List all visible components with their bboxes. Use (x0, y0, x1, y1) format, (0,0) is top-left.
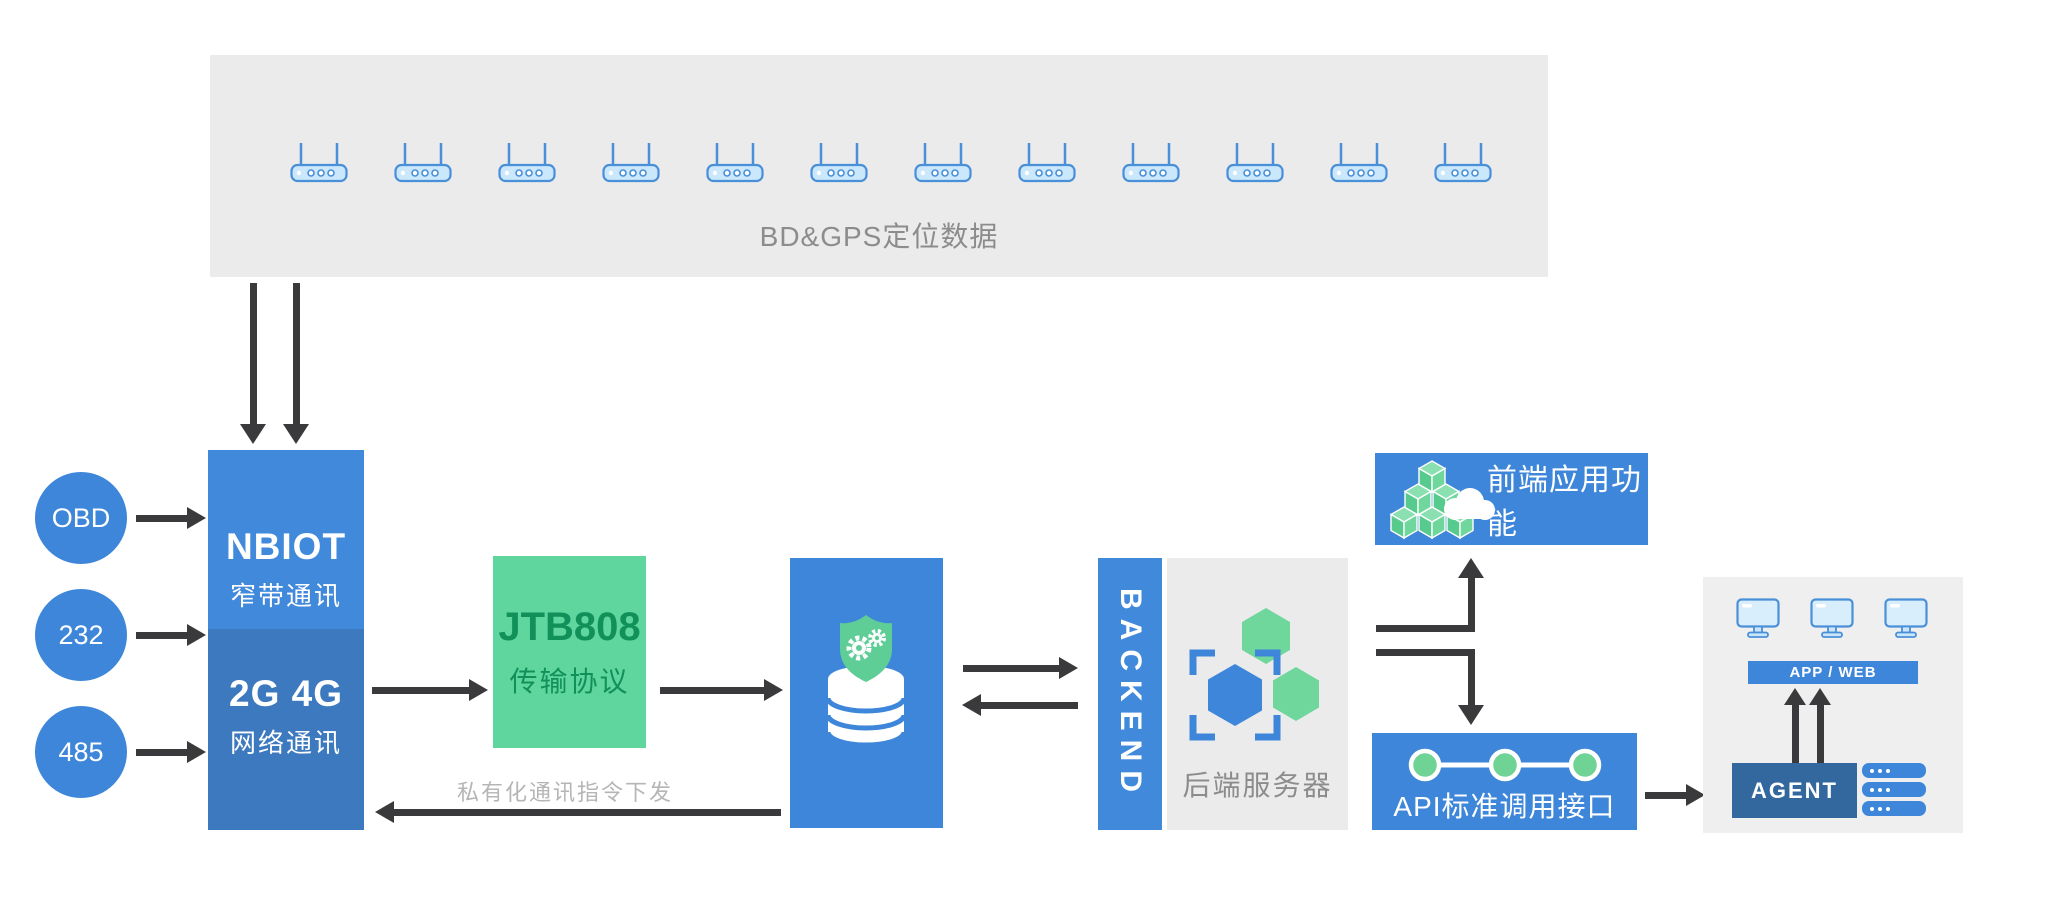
arrow-line (1645, 792, 1687, 799)
backend-bar-label: BACKEND (1114, 587, 1147, 801)
left-arrowhead-icon (375, 801, 394, 823)
left-arrowhead-icon (962, 694, 981, 716)
up-arrowhead-icon (1458, 558, 1484, 578)
arrow-line (1817, 704, 1824, 763)
gear-icon (846, 635, 872, 661)
database-box (790, 558, 943, 828)
cloud-cubes-icon (1390, 460, 1495, 539)
protocol-box: JTB808 传输协议 (493, 556, 646, 748)
protocol-subtitle: 传输协议 (509, 665, 630, 697)
arrow-line (1376, 625, 1475, 632)
right-arrowhead-icon (1686, 784, 1705, 806)
arrow-line (963, 665, 1060, 672)
gateway-nbiot-subtitle: 窄带通讯 (229, 581, 342, 611)
arrow-line (1792, 704, 1799, 763)
api-label: API标准调用接口 (1393, 791, 1616, 822)
monitor-icon (1884, 598, 1928, 638)
input-label: 485 (58, 736, 104, 767)
up-arrowhead-icon (1784, 688, 1806, 705)
arrow-line (372, 687, 470, 694)
router-icon (1018, 143, 1076, 183)
frontend-box: 前端应用功能 (1375, 453, 1648, 545)
router-icon (1434, 143, 1492, 183)
arrow-line (980, 702, 1078, 709)
router-icon (1226, 143, 1284, 183)
downlink-label: 私有化通讯指令下发 (456, 780, 673, 805)
router-icon (1122, 143, 1180, 183)
router-icon (602, 143, 660, 183)
router-icon (914, 143, 972, 183)
input-circle-485: 485 (35, 706, 127, 798)
gateway-nbiot-title: NBIOT (225, 526, 347, 567)
gps-data-panel: BD&GPS定位数据 (210, 55, 1548, 277)
downlink-return-arrow-line (392, 809, 781, 816)
api-box: API标准调用接口 (1372, 733, 1637, 830)
client-panel: APP / WEB AGENT (1703, 577, 1963, 833)
input-circle-232: 232 (35, 589, 127, 681)
gateway-2g4g-section: 2G 4G 网络通讯 (208, 629, 364, 830)
arrow-line (1468, 649, 1475, 705)
server-bar-icon (1862, 801, 1926, 816)
backend-server-box: 后端服务器 (1167, 558, 1348, 830)
monitor-icon (1810, 598, 1854, 638)
downlink-arrow-line (293, 283, 300, 425)
router-icon (706, 143, 764, 183)
arrow-line (136, 515, 188, 522)
secure-database-icon (825, 615, 907, 748)
router-icon (290, 143, 348, 183)
monitor-row (1736, 598, 1928, 640)
appweb-bar: APP / WEB (1748, 661, 1918, 684)
backend-server-label: 后端服务器 (1182, 770, 1333, 801)
backend-bar: BACKEND (1098, 558, 1162, 830)
router-icon (1330, 143, 1388, 183)
input-label: OBD (51, 502, 111, 533)
arrow-line (136, 632, 188, 639)
input-label: 232 (58, 619, 104, 650)
arrow-line (1376, 649, 1475, 656)
right-arrowhead-icon (764, 679, 783, 701)
frontend-label: 前端应用功能 (1487, 464, 1642, 541)
router-icon (394, 143, 452, 183)
gateway-2g4g-subtitle: 网络通讯 (229, 728, 342, 758)
up-arrowhead-icon (1809, 688, 1831, 705)
downlink-arrow-line (250, 283, 257, 425)
agent-label: AGENT (1751, 777, 1838, 803)
gateway-2g4g-title: 2G 4G (229, 673, 343, 714)
gear-icon (868, 629, 886, 647)
server-bar-icon (1862, 782, 1926, 797)
appweb-label: APP / WEB (1789, 664, 1877, 681)
input-circle-obd: OBD (35, 472, 127, 564)
monitor-icon (1736, 598, 1780, 638)
down-arrowhead-icon (1458, 705, 1484, 725)
down-arrowhead-icon (283, 424, 309, 444)
gateway-nbiot-section: NBIOT 窄带通讯 (208, 450, 364, 629)
server-stack (1862, 763, 1926, 816)
arrow-line (1468, 578, 1475, 632)
router-row (290, 141, 1492, 189)
arrow-line (136, 749, 188, 756)
gps-data-label: BD&GPS定位数据 (759, 221, 999, 252)
right-arrowhead-icon (187, 507, 206, 529)
right-arrowhead-icon (469, 679, 488, 701)
hexagon-cluster-icon (1189, 608, 1319, 741)
router-icon (810, 143, 868, 183)
protocol-title: JTB808 (498, 604, 641, 649)
server-bar-icon (1862, 763, 1926, 778)
gateway-box: NBIOT 窄带通讯 2G 4G 网络通讯 (208, 450, 364, 830)
cloud-icon (1444, 488, 1495, 520)
right-arrowhead-icon (1059, 657, 1078, 679)
right-arrowhead-icon (187, 624, 206, 646)
timeline-nodes-icon (1408, 748, 1602, 782)
right-arrowhead-icon (187, 741, 206, 763)
router-icon (498, 143, 556, 183)
arrow-line (660, 687, 765, 694)
down-arrowhead-icon (240, 424, 266, 444)
agent-box: AGENT (1732, 763, 1857, 818)
